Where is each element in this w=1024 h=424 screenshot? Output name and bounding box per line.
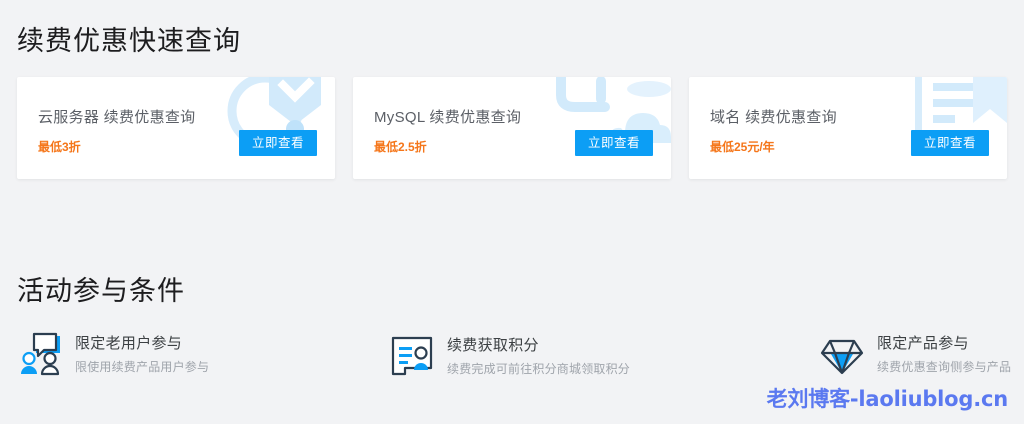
condition-text: 限定老用户参与 限使用续费产品用户参与 xyxy=(75,332,209,375)
promo-card-cloud-server[interactable]: 云服务器 续费优惠查询 最低3折 立即查看 xyxy=(17,77,335,179)
cloud-server-icon xyxy=(227,77,321,149)
condition-title: 限定老用户参与 xyxy=(75,335,183,352)
condition-subtitle: 续费优惠查询侧参与产品 xyxy=(877,360,1012,374)
view-now-button[interactable]: 立即查看 xyxy=(575,130,653,156)
card-title: 云服务器 续费优惠查询 xyxy=(38,109,196,126)
condition-item-points: 续费获取积分 续费完成可前往积分商城领取积分 xyxy=(389,334,630,380)
condition-text: 限定产品参与 续费优惠查询侧参与产品 xyxy=(877,332,1011,375)
card-price: 最低3折 xyxy=(38,140,81,154)
promo-card-row: 云服务器 续费优惠查询 最低3折 立即查看 MySQL 续费优惠查询 最低2.5… xyxy=(17,77,1007,179)
condition-title: 续费获取积分 xyxy=(447,337,539,354)
database-cloud-icon xyxy=(556,77,671,143)
users-chat-icon xyxy=(21,332,60,376)
promo-card-mysql[interactable]: MySQL 续费优惠查询 最低2.5折 立即查看 xyxy=(353,77,671,179)
condition-item-old-user: 限定老用户参与 限使用续费产品用户参与 xyxy=(17,332,209,378)
domain-document-icon xyxy=(915,77,1007,133)
page-title-query: 续费优惠快速查询 xyxy=(17,26,241,56)
condition-subtitle: 续费完成可前往积分商城领取积分 xyxy=(447,362,631,376)
condition-subtitle: 限使用续费产品用户参与 xyxy=(75,360,210,374)
condition-title: 限定产品参与 xyxy=(877,335,969,352)
promo-card-domain[interactable]: 域名 续费优惠查询 最低25元/年 立即查看 xyxy=(689,77,1007,179)
card-price: 最低25元/年 xyxy=(710,140,775,154)
page-title-conditions: 活动参与条件 xyxy=(17,276,185,306)
diamond-icon xyxy=(820,339,864,375)
conditions-row: 限定老用户参与 限使用续费产品用户参与 续费获取积分 续费完成可前往积分商城领取… xyxy=(0,330,1024,388)
condition-item-products: 限定产品参与 续费优惠查询侧参与产品 xyxy=(819,332,1011,378)
condition-text: 续费获取积分 续费完成可前往积分商城领取积分 xyxy=(447,334,630,377)
view-now-button[interactable]: 立即查看 xyxy=(239,130,317,156)
site-watermark: 老刘博客-laoliublog.cn xyxy=(766,387,1009,411)
card-title: 域名 续费优惠查询 xyxy=(710,109,837,126)
view-now-button[interactable]: 立即查看 xyxy=(911,130,989,156)
id-card-person-icon xyxy=(391,336,433,376)
card-title: MySQL 续费优惠查询 xyxy=(374,109,522,126)
card-price: 最低2.5折 xyxy=(374,140,427,154)
